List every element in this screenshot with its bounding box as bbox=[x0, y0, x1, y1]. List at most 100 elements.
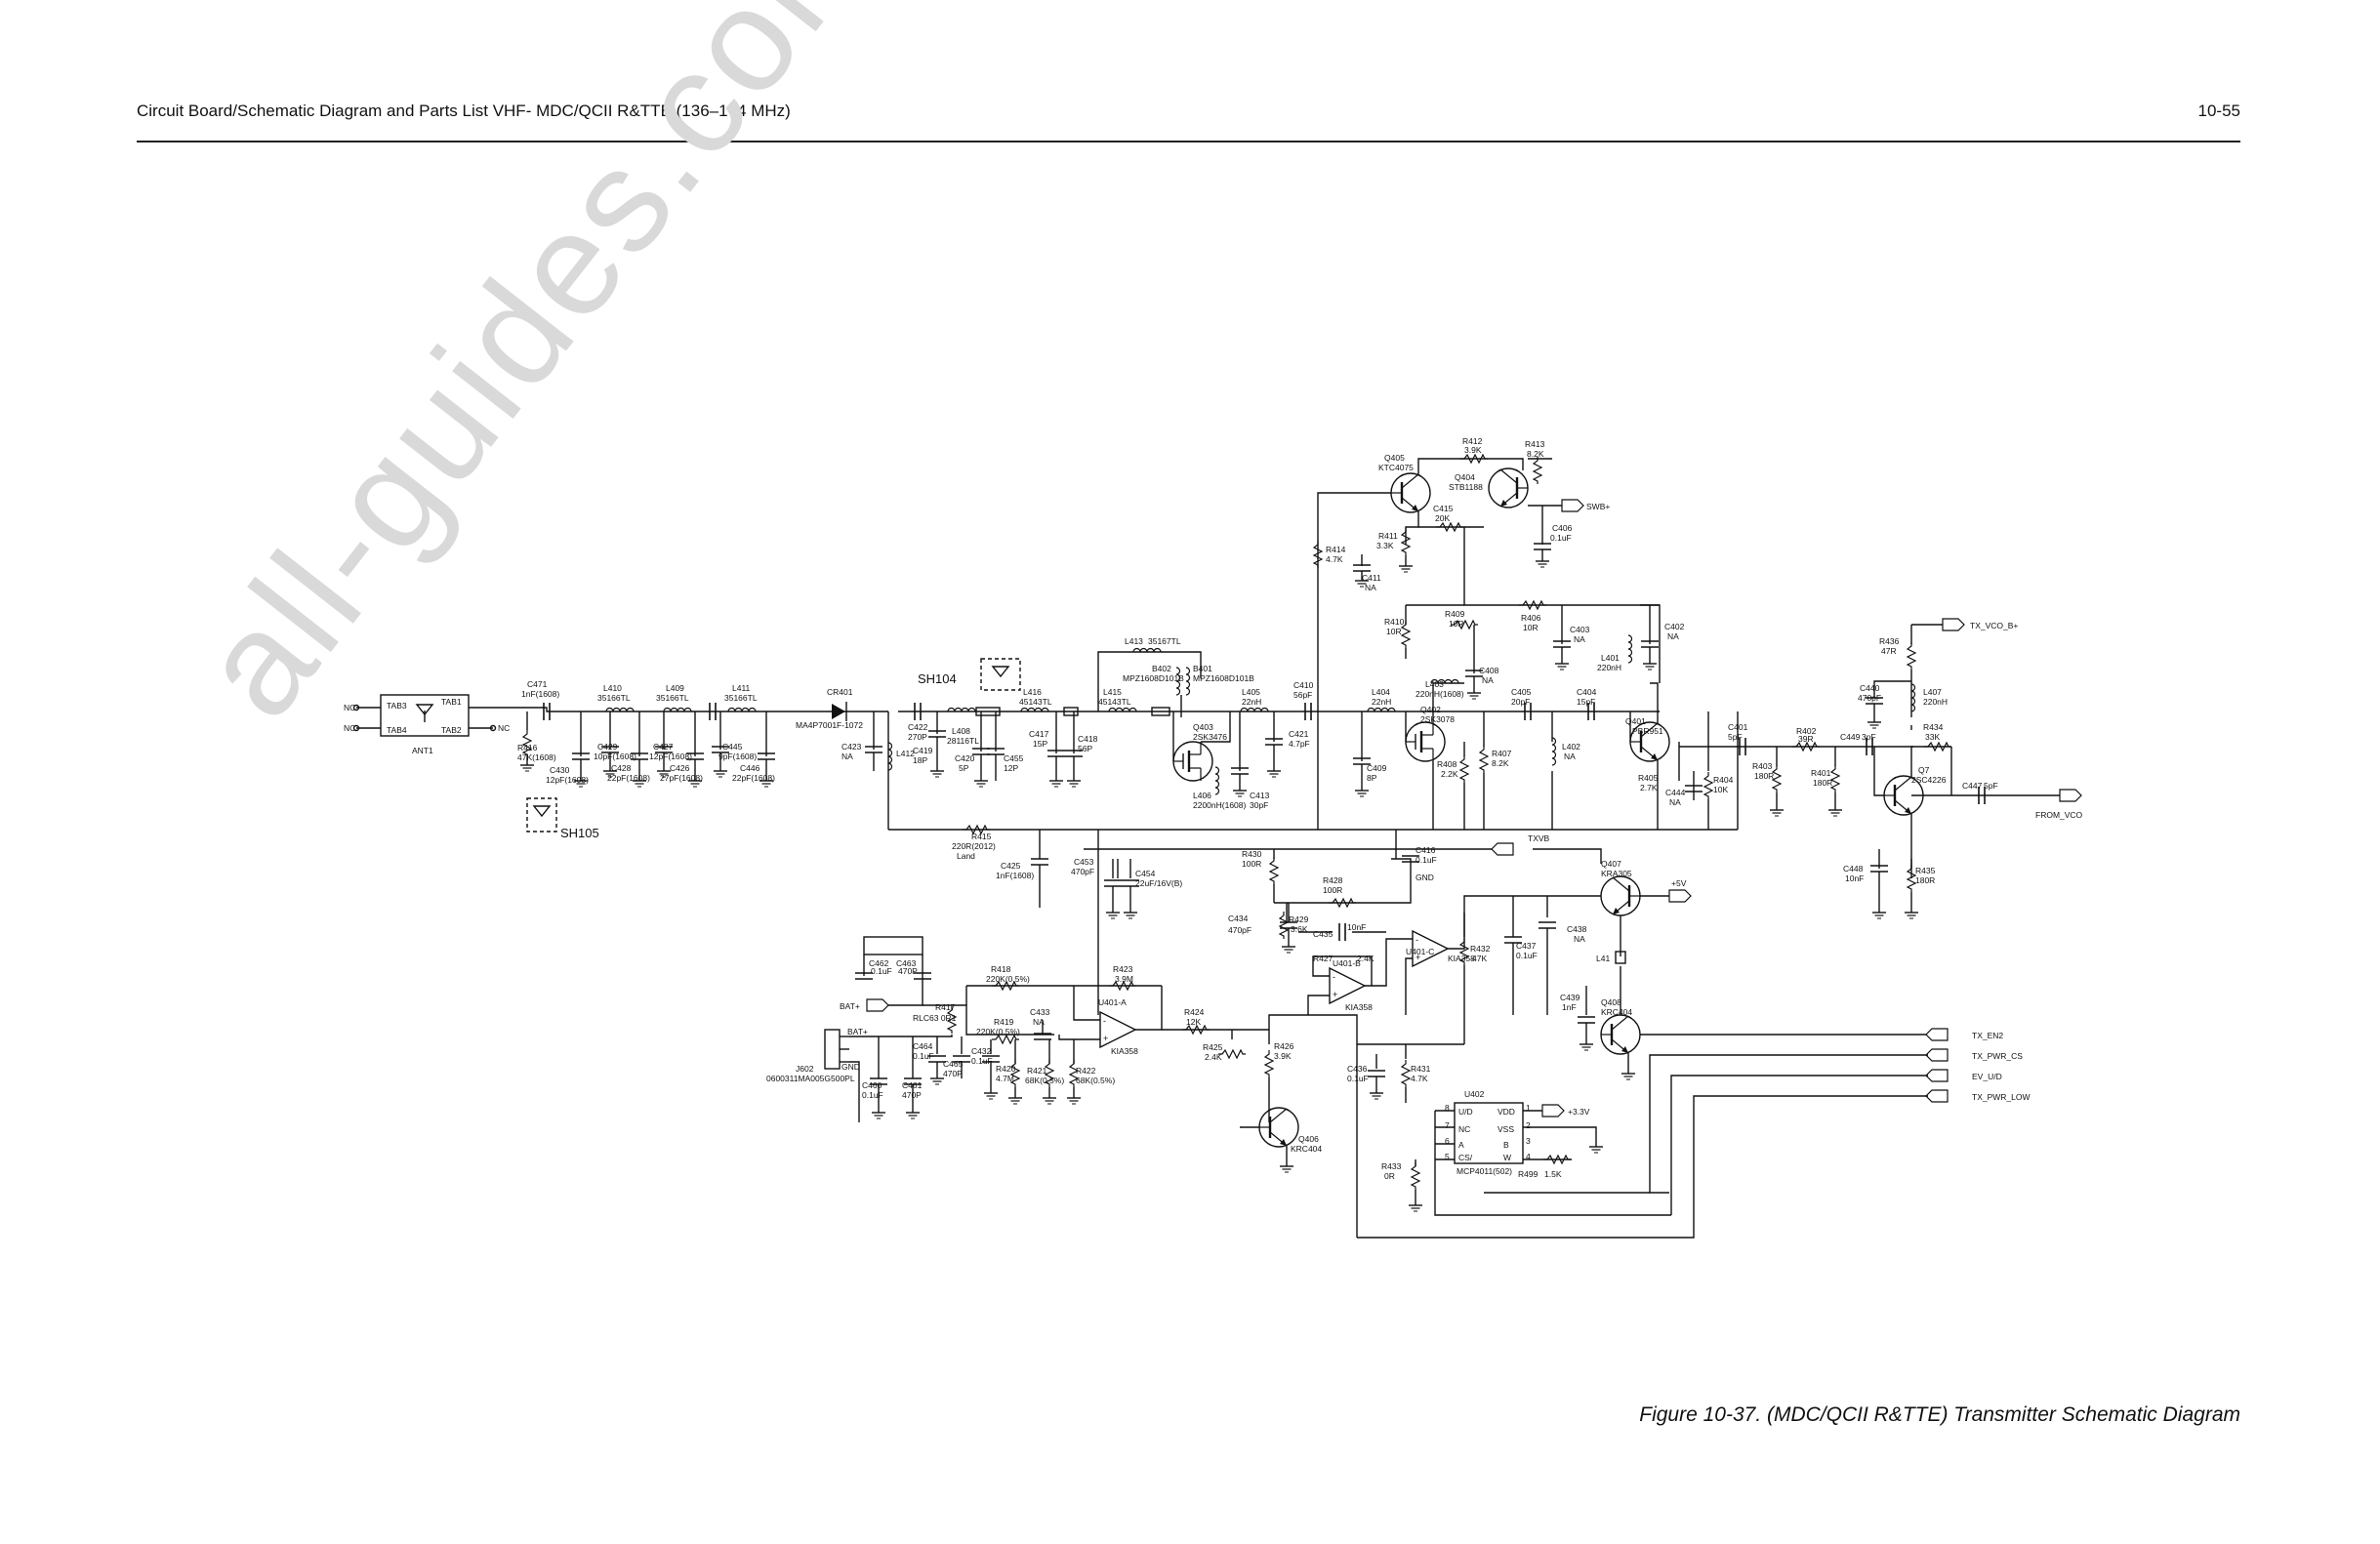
c438-value: NA bbox=[1574, 934, 1585, 944]
r421-value: 68K(0.5%) bbox=[1025, 1076, 1064, 1085]
b401: B401 bbox=[1193, 664, 1212, 673]
r499-value: 1.5K bbox=[1544, 1169, 1562, 1179]
tab-label: TAB3 bbox=[387, 701, 407, 711]
r412: R412 bbox=[1462, 436, 1483, 446]
svg-text:TX_VCO_B+: TX_VCO_B+ bbox=[1970, 621, 2018, 630]
r406: R406 bbox=[1521, 613, 1541, 623]
u401a: U401-A bbox=[1098, 997, 1127, 1007]
l416-value: 45143TL bbox=[1019, 697, 1052, 707]
c430-value: 12pF(1608) bbox=[546, 775, 589, 785]
r424-value: 12K bbox=[1186, 1017, 1201, 1027]
b402: B402 bbox=[1152, 664, 1171, 673]
c429: C429 bbox=[597, 742, 618, 752]
r429-value: 3.6K bbox=[1291, 924, 1308, 934]
c437-value: 0.1uF bbox=[1516, 951, 1538, 960]
q406-value: KRC404 bbox=[1291, 1144, 1322, 1154]
r404-value: 10K bbox=[1713, 785, 1728, 794]
svg-text:4: 4 bbox=[1526, 1152, 1531, 1161]
c429-value: 10pF(1608) bbox=[594, 752, 636, 761]
j602-connector: BAT+ GND J602 0600311MA005G500PL bbox=[766, 1027, 868, 1083]
c461-value: 470P bbox=[902, 1090, 922, 1100]
r416: R416 bbox=[517, 743, 538, 752]
c415: C415 bbox=[1433, 504, 1454, 513]
c415-value: 20K bbox=[1435, 513, 1450, 523]
c439-value: 1nF bbox=[1562, 1002, 1577, 1012]
l407: L407 bbox=[1923, 687, 1942, 697]
l405: L405 bbox=[1242, 687, 1260, 697]
c428-value: 22pF(1608) bbox=[607, 773, 650, 783]
c428: C428 bbox=[611, 763, 632, 773]
p5v-port: +5V bbox=[1668, 878, 1692, 903]
c461: C461 bbox=[902, 1080, 923, 1090]
r423: R423 bbox=[1113, 964, 1133, 974]
l403-value: 220nH(1608) bbox=[1416, 689, 1464, 699]
q406: Q406 bbox=[1298, 1134, 1319, 1144]
c433: C433 bbox=[1030, 1007, 1050, 1017]
q402-value: 2SK3078 bbox=[1420, 714, 1455, 724]
c416: C416 bbox=[1416, 845, 1436, 855]
r403: R403 bbox=[1752, 761, 1773, 771]
c448-value: 10nF bbox=[1845, 874, 1864, 883]
svg-text:U/D: U/D bbox=[1458, 1107, 1473, 1117]
r499: R499 bbox=[1518, 1169, 1539, 1179]
q404-value: STB1188 bbox=[1449, 482, 1483, 492]
r420-value: 4.7M bbox=[996, 1074, 1014, 1083]
l409-value: 35166TL bbox=[656, 693, 689, 703]
c406-value: 0.1uF bbox=[1550, 533, 1572, 543]
r414-value: 4.7K bbox=[1326, 554, 1343, 564]
q403-value: 2SK3476 bbox=[1193, 732, 1227, 742]
l408-value: 28116TL bbox=[947, 736, 979, 746]
r404: R404 bbox=[1713, 775, 1734, 785]
c448: C448 bbox=[1843, 864, 1864, 874]
nc-label: NC bbox=[344, 703, 355, 712]
r422: R422 bbox=[1076, 1066, 1096, 1076]
l41: L41 bbox=[1596, 954, 1610, 963]
c430: C430 bbox=[550, 765, 570, 775]
c440: C440 bbox=[1860, 683, 1880, 693]
swb-port: SWB+ bbox=[1561, 499, 1610, 512]
c437: C437 bbox=[1516, 941, 1537, 951]
c463: C463 bbox=[896, 958, 917, 968]
c402: C402 bbox=[1664, 622, 1685, 631]
p33v-port: +3.3V bbox=[1541, 1104, 1590, 1117]
l415: L415 bbox=[1103, 687, 1122, 697]
tab-label: TAB2 bbox=[441, 725, 462, 735]
r413-value: 8.2K bbox=[1527, 449, 1544, 459]
r428: R428 bbox=[1323, 875, 1343, 885]
q402: Q402 bbox=[1420, 705, 1441, 714]
tx-pwr-cs-port: TX_PWR_CS bbox=[1925, 1048, 2023, 1062]
c416-value: 0.1uF bbox=[1416, 855, 1437, 865]
c421-value: 4.7pF bbox=[1289, 739, 1310, 749]
c422-value: 270P bbox=[908, 732, 927, 742]
q403: Q403 bbox=[1193, 722, 1213, 732]
q405-value: KTC4075 bbox=[1378, 463, 1414, 472]
r422-value: 68K(0.5%) bbox=[1076, 1076, 1115, 1085]
c408: C408 bbox=[1479, 666, 1499, 675]
r435-value: 180R bbox=[1915, 875, 1935, 885]
c438: C438 bbox=[1567, 924, 1587, 934]
svg-text:J602: J602 bbox=[796, 1064, 814, 1074]
svg-text:TX_PWR_LOW: TX_PWR_LOW bbox=[1972, 1092, 2031, 1102]
r411-value: 3.3K bbox=[1376, 541, 1394, 550]
c436-value: 0.1uF bbox=[1347, 1074, 1369, 1083]
r430: R430 bbox=[1242, 849, 1262, 859]
l411: L411 bbox=[732, 683, 751, 693]
c454: C454 bbox=[1135, 869, 1156, 878]
svg-text:C471: C471 bbox=[527, 679, 548, 689]
tx-pwr-low-port: TX_PWR_LOW bbox=[1925, 1089, 2031, 1103]
c413-value: 30pF bbox=[1250, 800, 1268, 810]
page-header: Circuit Board/Schematic Diagram and Part… bbox=[137, 102, 2240, 142]
c464: C464 bbox=[913, 1041, 933, 1051]
q401: Q401 bbox=[1625, 716, 1646, 726]
l406: L406 bbox=[1193, 791, 1211, 800]
r430-value: 100R bbox=[1242, 859, 1261, 869]
c446-value: 22pF(1608) bbox=[732, 773, 775, 783]
l404: L404 bbox=[1372, 687, 1390, 697]
c420-value: 5P bbox=[959, 763, 969, 773]
c426-value: 27pF(1608) bbox=[660, 773, 703, 783]
c422: C422 bbox=[908, 722, 928, 732]
c403: C403 bbox=[1570, 625, 1590, 634]
svg-text:BAT+: BAT+ bbox=[847, 1027, 868, 1036]
c463-value: 470P bbox=[898, 966, 918, 976]
c418-value: 56P bbox=[1078, 744, 1092, 753]
